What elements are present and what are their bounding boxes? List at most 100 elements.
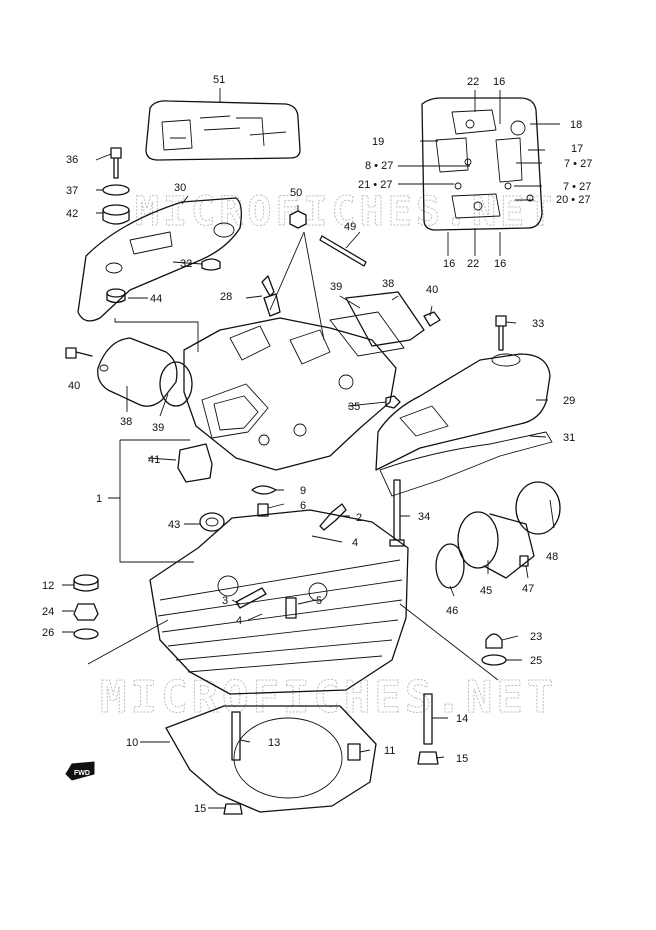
callout-29: 29	[563, 395, 575, 407]
callout-38: 38	[120, 416, 132, 428]
callout-17: 17	[571, 143, 583, 155]
callout-13: 13	[268, 737, 280, 749]
fwd-label: FWD	[74, 770, 90, 777]
callout-3: 3	[222, 595, 228, 607]
callout-47: 47	[522, 583, 534, 595]
part-13-stud	[231, 711, 241, 761]
callout-24: 24	[42, 606, 54, 618]
callout-4: 4	[236, 615, 242, 627]
part-38-valve-cover-right	[345, 291, 425, 347]
part-34-stud	[389, 479, 405, 547]
part-29-head-cover-right	[375, 353, 551, 471]
callout-18: 18	[570, 119, 582, 131]
callout-11: 11	[384, 745, 395, 757]
callout-28: 28	[220, 291, 232, 303]
callout-38: 38	[382, 278, 394, 290]
callout-35: 35	[348, 401, 360, 413]
callout-30: 30	[174, 182, 186, 194]
watermark-top: MICROFICHES.NET	[135, 189, 556, 235]
callout-34: 34	[418, 511, 430, 523]
callout-40: 40	[68, 380, 80, 392]
part-31-gasket	[379, 431, 553, 497]
callout-16: 16	[443, 258, 455, 270]
callout-6: 6	[300, 500, 306, 512]
callout-labels: 51 22 16 18 19 17 8 • 27 7 • 27 21 • 27 …	[42, 74, 592, 815]
part-36-bolt	[110, 147, 122, 179]
callout-48: 48	[546, 551, 558, 563]
part-2-valve	[319, 503, 347, 531]
callout-1: 1	[96, 493, 102, 505]
part-39-gasket-right	[329, 311, 405, 357]
callout-12: 12	[42, 580, 54, 592]
callout-22: 22	[467, 76, 479, 88]
part-47-screw	[519, 555, 529, 567]
callout-33: 33	[532, 318, 544, 330]
part-3-valve	[235, 587, 267, 609]
part-45-intake-pipe	[457, 511, 535, 579]
callout-16: 16	[493, 76, 505, 88]
part-30-head-cover-left	[77, 197, 242, 322]
callout-2: 2	[356, 512, 362, 524]
callout-41: 41	[148, 454, 160, 466]
watermark-bottom: MICROFICHES.NET	[100, 672, 557, 723]
callout-9: 9	[300, 485, 306, 497]
callout-21-27: 21 • 27	[358, 179, 392, 191]
callout-26: 26	[42, 627, 54, 639]
part-15-nut-left	[223, 803, 243, 815]
callout-25: 25	[530, 655, 542, 667]
callout-16: 16	[494, 258, 506, 270]
callout-15: 15	[194, 803, 206, 815]
part-40-bolt-right	[423, 311, 441, 327]
callout-51: 51	[213, 74, 225, 86]
part-41-filter	[177, 443, 213, 483]
callout-46: 46	[446, 605, 458, 617]
callout-8-27: 8 • 27	[365, 160, 393, 172]
part-12-plug	[73, 574, 99, 592]
part-6-dowel	[257, 503, 269, 517]
part-26-washer	[73, 628, 99, 640]
callout-50: 50	[290, 187, 302, 199]
part-35-nut	[385, 395, 401, 409]
callout-39: 39	[330, 281, 342, 293]
callout-32: 32	[180, 258, 192, 270]
cylinder-head-lower-block	[149, 509, 409, 695]
fwd-arrow-icon: FWD	[65, 761, 95, 781]
callout-5: 5	[316, 595, 322, 607]
callout-39: 39	[152, 422, 164, 434]
inset-head-top-plate	[421, 97, 543, 231]
callout-4: 4	[352, 537, 358, 549]
part-10-head-gasket	[165, 705, 377, 813]
callout-49: 49	[344, 221, 356, 233]
callout-23: 23	[530, 631, 542, 643]
part-24-nut	[73, 603, 99, 621]
part-37-washer	[102, 184, 130, 196]
part-32-cap	[201, 258, 221, 271]
part-23-cap-nut	[485, 633, 503, 649]
callout-44: 44	[150, 293, 162, 305]
part-38-valve-cover-left	[97, 337, 178, 407]
cylinder-head-upper-block	[183, 317, 397, 471]
part-25-washer	[481, 654, 507, 666]
leader-lines	[62, 88, 560, 809]
part-42-grommet	[102, 204, 130, 225]
part-44-collar	[106, 288, 126, 304]
part-43-seal	[199, 512, 225, 532]
part-14-stud	[423, 693, 433, 745]
callout-31: 31	[563, 432, 575, 444]
part-51-decal	[145, 100, 301, 161]
part-49-stud	[319, 235, 367, 267]
part-33-bolt	[495, 315, 507, 351]
part-15-nut-right	[417, 751, 439, 765]
part-39-gasket-left	[159, 361, 193, 407]
callout-45: 45	[480, 585, 492, 597]
part-46-o-ring	[435, 543, 465, 589]
callout-22: 22	[467, 258, 479, 270]
callout-43: 43	[168, 519, 180, 531]
part-9-o-ring	[251, 485, 277, 495]
part-28-spark-plug	[261, 275, 281, 317]
callout-19: 19	[372, 136, 384, 148]
callout-37: 37	[66, 185, 78, 197]
callout-7-27-upper: 7 • 27	[564, 158, 592, 170]
callout-7-27-lower: 7 • 27	[563, 181, 591, 193]
